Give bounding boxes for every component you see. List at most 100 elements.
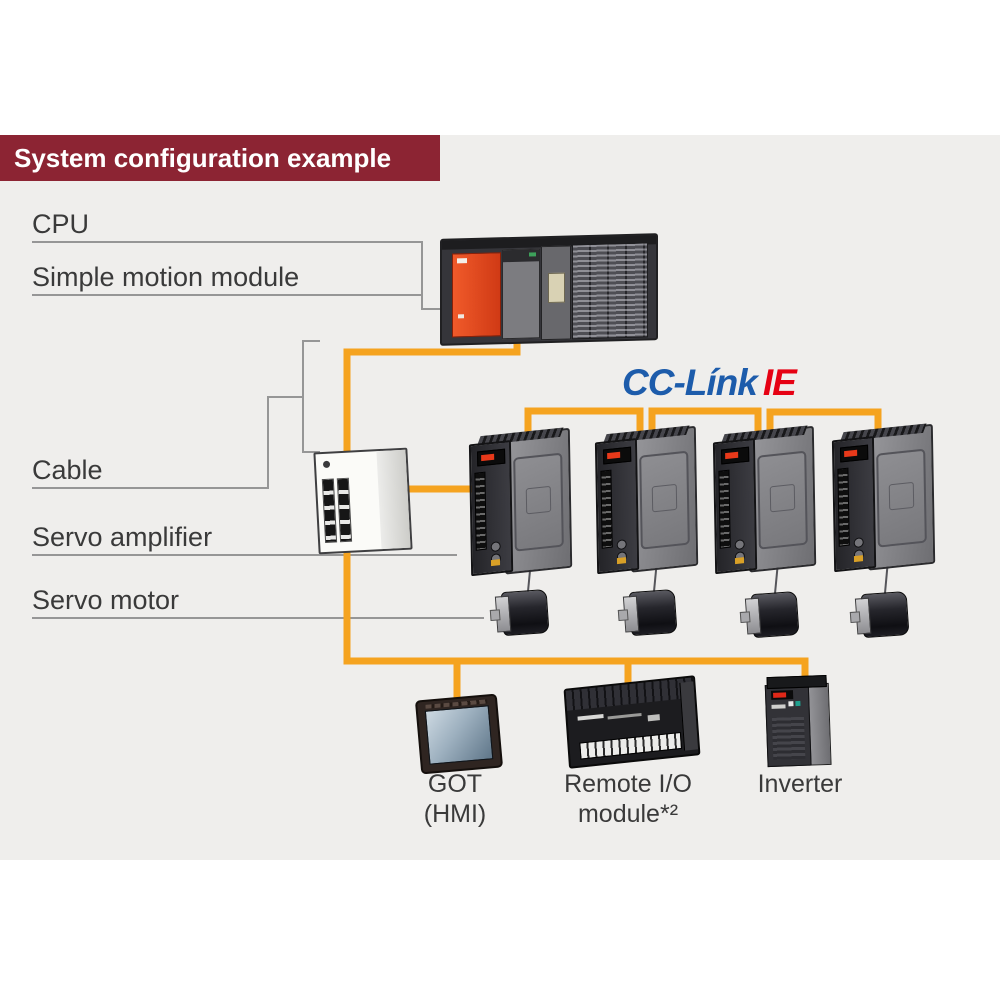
- remote-io-module-icon: [563, 675, 701, 769]
- ie-logo-text: IE: [762, 362, 797, 403]
- amp-front-face: [468, 439, 514, 577]
- got-hmi-icon: [414, 693, 504, 775]
- plc-simple-motion-module: [541, 245, 571, 341]
- servo-motor-icon-4: [849, 591, 910, 639]
- amp-vent-plate: [876, 448, 927, 548]
- amp-connector: [490, 541, 501, 553]
- amp-vent-plate: [513, 452, 564, 552]
- rio-end-cap: [679, 681, 699, 751]
- motor-shaft: [849, 611, 861, 624]
- inverter-led: [773, 692, 787, 698]
- motor-shaft: [739, 611, 751, 624]
- amp-led: [481, 453, 495, 462]
- remote-io-label-line2: module*²: [577, 800, 679, 828]
- rio-label-mark: [647, 714, 660, 722]
- servo-motor-icon-2: [617, 589, 678, 637]
- amp-vent-inner: [769, 484, 796, 513]
- plc-io-modules: [572, 242, 648, 340]
- servo-amplifier-icon-1: [468, 427, 573, 578]
- section-title-banner: System configuration example: [0, 135, 440, 181]
- inverter-display: [770, 690, 794, 700]
- network-hub-icon: [313, 447, 413, 555]
- got-screen: [424, 705, 494, 765]
- amp-vent-inner: [651, 484, 678, 513]
- amp-side-panel: [747, 425, 817, 573]
- cc-link-logo-text: CC-Línk: [622, 362, 758, 403]
- inverter-label-mark: [771, 704, 786, 709]
- amp-front-face: [831, 435, 877, 573]
- amp-side-panel: [629, 425, 699, 573]
- inverter-label: Inverter: [742, 769, 858, 799]
- amp-display: [603, 446, 632, 465]
- rio-terminal-blocks: [579, 731, 682, 760]
- rio-label-mark: [577, 713, 604, 721]
- simple-motion-module-label: Simple motion module: [32, 262, 300, 292]
- amp-side-panel: [866, 423, 936, 571]
- inverter-vent: [771, 716, 806, 760]
- servo-amplifier-label: Servo amplifier: [32, 522, 213, 552]
- servo-motor-label: Servo motor: [32, 585, 180, 615]
- remote-io-label: Remote I/O module*²: [548, 769, 708, 829]
- amp-front-face: [594, 437, 640, 575]
- inverter-front-face: [764, 683, 812, 768]
- rio-label-mark: [607, 712, 642, 720]
- amp-connector: [853, 537, 864, 549]
- hub-side-panel: [376, 449, 411, 550]
- inverter-top-cap: [766, 674, 827, 690]
- amp-led: [844, 449, 858, 458]
- servo-amplifier-icon-2: [594, 425, 699, 576]
- amp-display: [840, 444, 869, 463]
- amp-led: [725, 451, 739, 460]
- servo-motor-icon-1: [489, 589, 550, 637]
- amp-connector: [616, 539, 627, 551]
- inverter-button: [788, 701, 794, 707]
- got-label-line1: GOT: [427, 770, 483, 798]
- plc-power-supply-module: [452, 252, 501, 338]
- motor-shaft: [617, 609, 629, 622]
- amp-terminal-strip: [474, 471, 487, 551]
- plc-psu-label: [457, 258, 467, 264]
- amp-vent-inner: [888, 482, 915, 511]
- amp-display: [721, 446, 750, 465]
- remote-io-label-line1: Remote I/O: [564, 770, 692, 798]
- plc-cpu-module: [502, 248, 540, 340]
- got-label-line2: (HMI): [423, 800, 487, 828]
- plc-cpu-led: [529, 252, 536, 257]
- amp-terminal-strip: [837, 467, 850, 547]
- cpu-callout-line: [32, 241, 441, 310]
- amp-terminal-strip: [600, 469, 613, 549]
- amp-tag: [490, 559, 501, 567]
- motor-shaft: [489, 609, 501, 622]
- got-label: GOT (HMI): [400, 769, 510, 829]
- cpu-label: CPU: [32, 209, 90, 239]
- cable-callout-line: [32, 396, 304, 489]
- amp-led: [607, 451, 621, 460]
- amp-connector: [734, 539, 745, 551]
- hub-port-column: [321, 478, 338, 544]
- amp-vent-plate: [639, 450, 690, 550]
- amp-terminal-strip: [718, 469, 731, 549]
- plc-module-connector: [548, 272, 565, 304]
- amp-front-face: [712, 437, 758, 575]
- plc-psu-indicator: [458, 314, 464, 319]
- servo-amplifier-icon-3: [712, 425, 817, 576]
- section-title: System configuration example: [14, 143, 392, 173]
- amp-tag: [616, 557, 627, 565]
- amp-tag: [734, 557, 745, 565]
- hub-led: [322, 460, 331, 469]
- inverter-button: [795, 700, 801, 707]
- servo-amplifier-icon-4: [831, 423, 936, 574]
- servo-motor-icon-3: [739, 591, 800, 639]
- cable-label: Cable: [32, 455, 103, 485]
- amp-display: [477, 448, 506, 467]
- amp-tag: [853, 555, 864, 563]
- amp-vent-inner: [525, 486, 552, 515]
- hub-port-column: [336, 477, 353, 543]
- hub-ports: [321, 477, 353, 544]
- cable-bracket: [302, 340, 320, 453]
- amp-side-panel: [503, 427, 573, 575]
- amp-vent-plate: [757, 450, 808, 550]
- inverter-icon: [764, 674, 832, 768]
- inverter-label-line1: Inverter: [757, 770, 843, 798]
